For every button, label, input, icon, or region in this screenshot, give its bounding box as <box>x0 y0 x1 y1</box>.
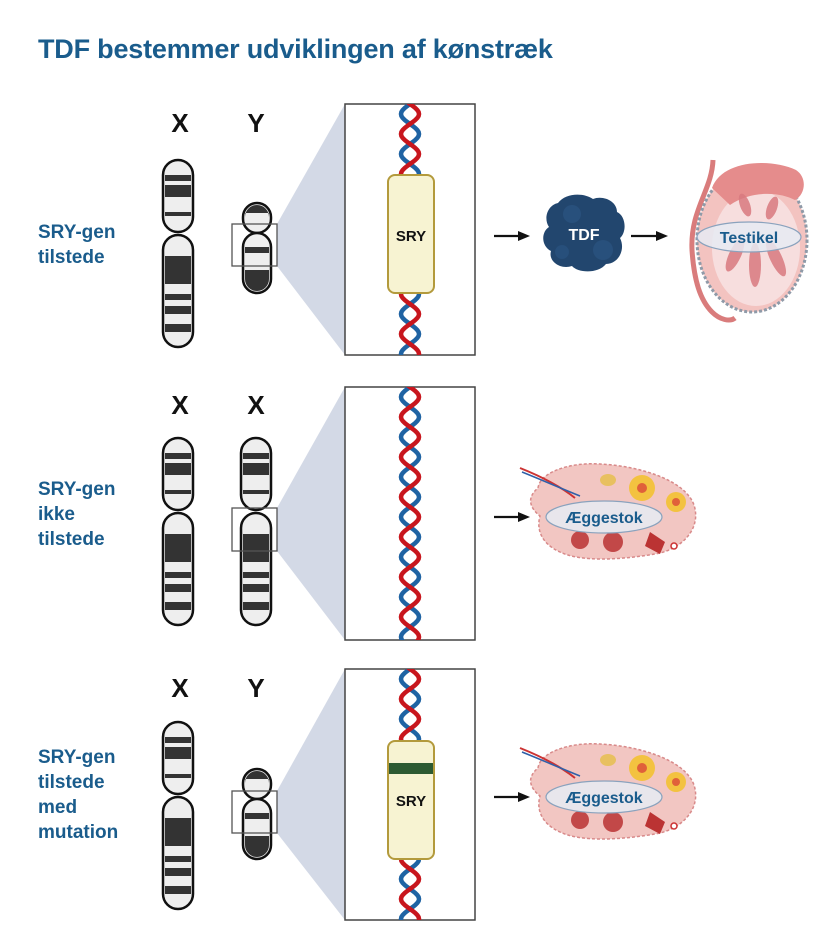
zoom-cone <box>277 104 345 355</box>
blood-vessel <box>521 471 581 497</box>
x-chromosome <box>161 720 195 911</box>
x-chromosome <box>161 158 195 349</box>
row-3: SRY Æggestok <box>161 668 697 921</box>
zoom-cone <box>277 387 345 640</box>
ovary-label-badge <box>545 780 663 814</box>
x-chromosome-2 <box>239 436 273 627</box>
row-label-sry-absent: SRY-gen ikke tilstede <box>38 477 115 552</box>
chromosome-label-x: X <box>171 673 189 703</box>
zoom-region-box <box>231 790 278 834</box>
tdf-protein-icon: TDF <box>543 194 625 272</box>
zoom-cone <box>277 669 345 920</box>
row-label-sry-mutation: SRY-gen tilstede med mutation <box>38 745 118 845</box>
row-label-line: tilstede <box>38 772 105 793</box>
row-1: SRY TDF <box>161 103 809 356</box>
follicle-icon <box>600 474 686 512</box>
zoom-region-box <box>231 507 278 552</box>
corpus-icon <box>571 811 678 834</box>
row-label-line: mutation <box>38 822 119 843</box>
mutation-band <box>389 763 433 774</box>
ovary-label: Æggestok <box>565 510 642 527</box>
corpus-icon <box>571 531 678 554</box>
tdf-label: TDF <box>568 227 599 244</box>
row-2: Æggestok <box>161 386 697 641</box>
y-chromosome <box>241 767 273 861</box>
ovary-label-badge <box>545 500 663 534</box>
follicle-icon <box>600 754 686 792</box>
arrow-icon <box>631 231 668 241</box>
testis-label: Testikel <box>720 230 778 247</box>
x-chromosome <box>161 436 195 627</box>
chromosome-label-x: X <box>171 108 189 138</box>
zoom-region-box <box>231 223 278 267</box>
ovary-illustration: Æggestok <box>519 743 697 840</box>
row-label-line: med <box>38 797 78 818</box>
dna-strand-red <box>398 387 422 640</box>
ovary-label: Æggestok <box>565 790 642 807</box>
sry-gene-label: SRY <box>396 228 426 245</box>
row-label-line: ikke <box>38 504 75 525</box>
row-label-line: SRY-gen <box>38 747 116 768</box>
sry-gene-label: SRY <box>396 793 426 810</box>
testis-illustration: Testikel <box>689 159 809 323</box>
arrow-icon <box>494 231 530 241</box>
arrow-icon <box>494 792 530 802</box>
row-label-line: SRY-gen <box>38 222 116 243</box>
row-label-sry-present: SRY-gen tilstede <box>38 220 115 270</box>
sry-gene-mutated: SRY <box>387 740 435 860</box>
row-label-line: SRY-gen <box>38 479 116 500</box>
testis-label-badge <box>696 221 802 253</box>
y-chromosome <box>241 201 273 295</box>
page-title: TDF bestemmer udviklingen af kønstræk <box>38 34 553 64</box>
blood-vessel <box>519 467 576 499</box>
chromosome-label-x2: X <box>247 390 265 420</box>
arrow-icon <box>494 512 530 522</box>
ovary-illustration: Æggestok <box>519 463 697 560</box>
blood-vessel <box>519 747 576 779</box>
row-label-line: tilstede <box>38 247 105 268</box>
chromosome-label-y: Y <box>247 673 265 703</box>
sry-gene: SRY <box>387 174 435 294</box>
row-label-line: tilstede <box>38 529 105 550</box>
chromosome-label-y: Y <box>247 108 265 138</box>
chromosome-label-x: X <box>171 390 189 420</box>
blood-vessel <box>521 751 581 777</box>
